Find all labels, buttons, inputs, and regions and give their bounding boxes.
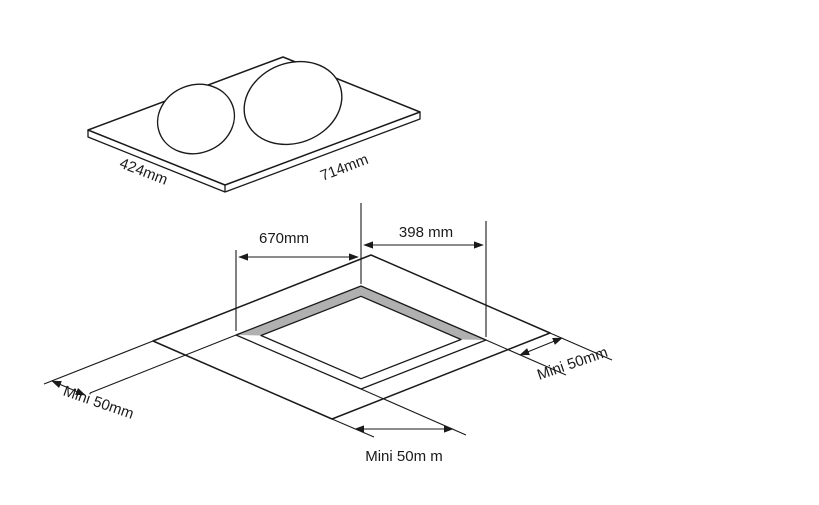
cutout-width-label: 670mm [259,230,309,247]
clearance-left-label: Mini 50mm [61,383,136,423]
countertop-cutout-view: 670mm 398 mm Mini 50mm Mini 50mm Mini 50… [43,203,613,465]
clearance-right-arrow [519,337,563,356]
countertop-right-edge-extension [549,332,613,361]
cutout-flange-band [236,286,486,340]
clearance-left-arrow [51,380,86,396]
cutout-inner-edge [260,295,462,380]
clearance-right-label: Mini 50mm [535,344,610,384]
cooktop-width-label: 714mm [318,151,371,185]
cutout-depth-label: 398 mm [399,224,453,241]
cutout-left-edge-extension [89,334,237,394]
countertop-outline [152,254,551,420]
cutout-right-edge-extension [485,339,567,376]
countertop-left-edge-extension [43,340,154,385]
cooktop-edge-thickness [87,112,421,193]
cooktop-top-view: 424mm 714mm [87,56,421,193]
clearance-front-label: Mini 50m m [365,448,443,465]
countertop-front-edge-extension [331,418,375,438]
burner-left-icon [156,83,236,155]
cutout-front-edge-extension [360,388,467,436]
burner-right-icon [243,60,343,146]
